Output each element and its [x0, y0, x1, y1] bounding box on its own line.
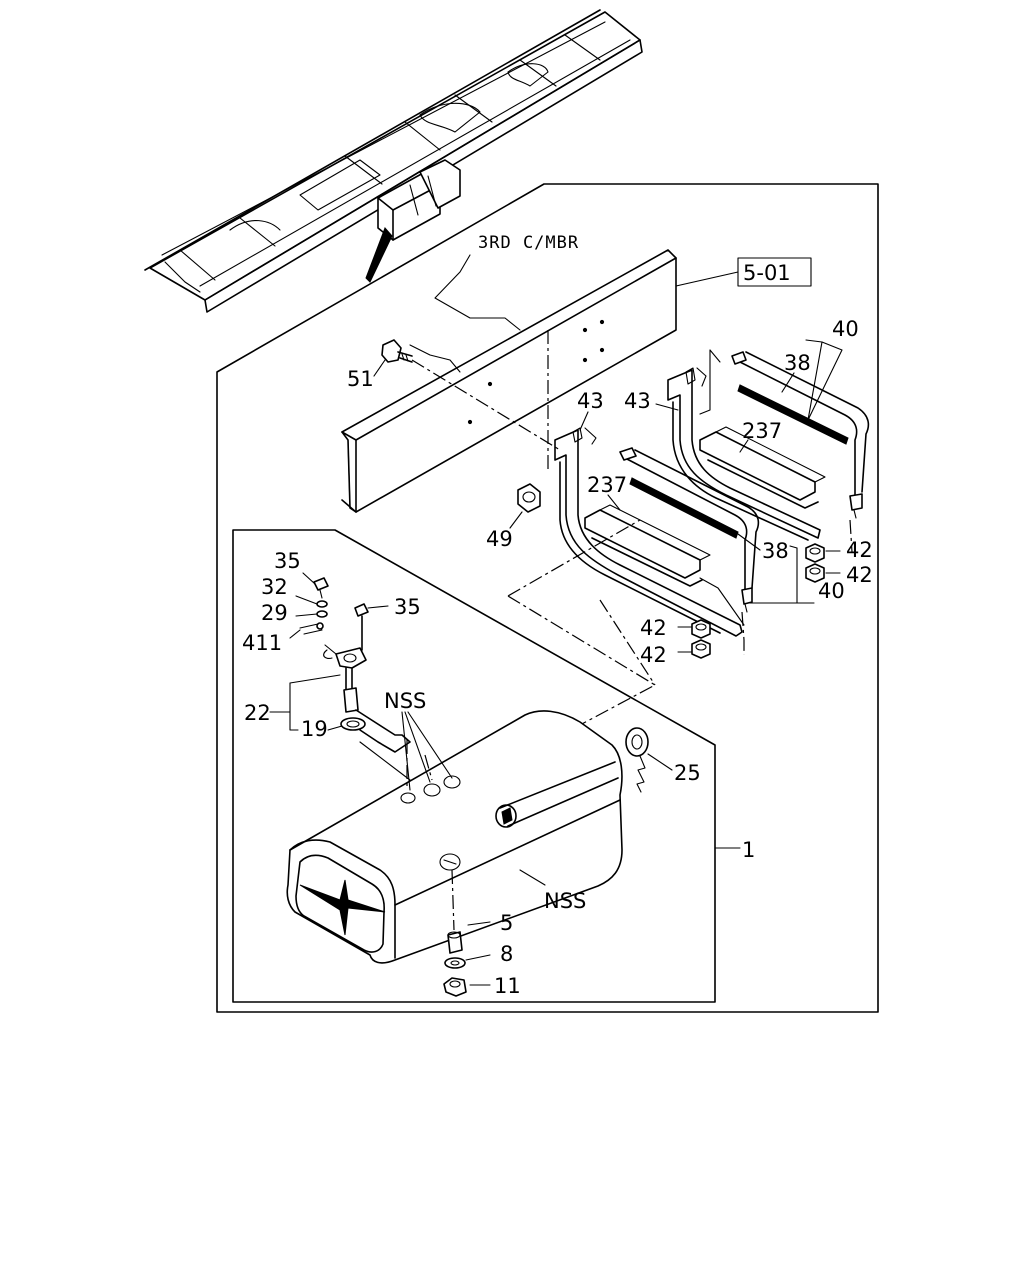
chassis-frame-overview	[144, 9, 643, 313]
callout-43-front: 43	[577, 389, 604, 413]
callout-22: 22	[244, 701, 271, 725]
leader-lines	[269, 257, 843, 986]
nut-42-front-lower	[691, 639, 711, 659]
fuel-tank	[286, 710, 623, 964]
callout-35-top: 35	[274, 549, 301, 573]
callout-nss-upper: NSS	[384, 689, 426, 713]
callout-411: 411	[242, 631, 282, 655]
callout-32: 32	[261, 575, 288, 599]
fuel-cap-25	[625, 727, 649, 793]
nuts-42	[691, 543, 825, 659]
cross-member-beam	[341, 249, 739, 513]
drain-plug-assembly	[443, 869, 467, 997]
callout-43-rear: 43	[624, 389, 651, 413]
callout-nss-lower: NSS	[544, 889, 586, 913]
nut-49	[517, 483, 541, 513]
callout-38-rear: 38	[784, 351, 811, 375]
rear-tank-bracket	[667, 349, 870, 553]
nut-42-rear-upper	[805, 543, 825, 563]
callout-42-front-lower: 42	[640, 643, 667, 667]
callout-29: 29	[261, 601, 288, 625]
callout-35-right: 35	[394, 595, 421, 619]
callout-237-rear: 237	[742, 419, 782, 443]
callout-5: 5	[500, 911, 513, 935]
callout-labels: 3RD C/MBR 5-01 51 43 43 40 38 237 237 49…	[242, 233, 873, 998]
frame-label: 3RD C/MBR	[478, 233, 579, 253]
callout-25: 25	[674, 761, 701, 785]
nut-42-rear-lower	[805, 563, 825, 583]
front-tank-bracket	[547, 330, 760, 655]
callout-49: 49	[486, 527, 513, 551]
callout-40-front: 40	[818, 579, 845, 603]
callout-19: 19	[301, 717, 328, 741]
callout-42-front-upper: 42	[640, 616, 667, 640]
main-frame-border	[216, 183, 879, 1013]
callout-42-rear-lower: 42	[846, 563, 873, 587]
ref-box-label: 5-01	[743, 261, 791, 285]
bolt-51	[381, 339, 561, 451]
callout-8: 8	[500, 942, 513, 966]
callout-1: 1	[742, 838, 755, 862]
callout-38-front: 38	[762, 539, 789, 563]
callout-42-rear-upper: 42	[846, 538, 873, 562]
tank-assembly-box	[232, 519, 716, 1003]
callout-11: 11	[494, 974, 521, 998]
callout-237-front: 237	[587, 473, 627, 497]
fuel-sender-assembly	[299, 577, 433, 790]
callout-51: 51	[347, 367, 374, 391]
callout-40-rear: 40	[832, 317, 859, 341]
nut-42-front-upper	[691, 619, 711, 639]
